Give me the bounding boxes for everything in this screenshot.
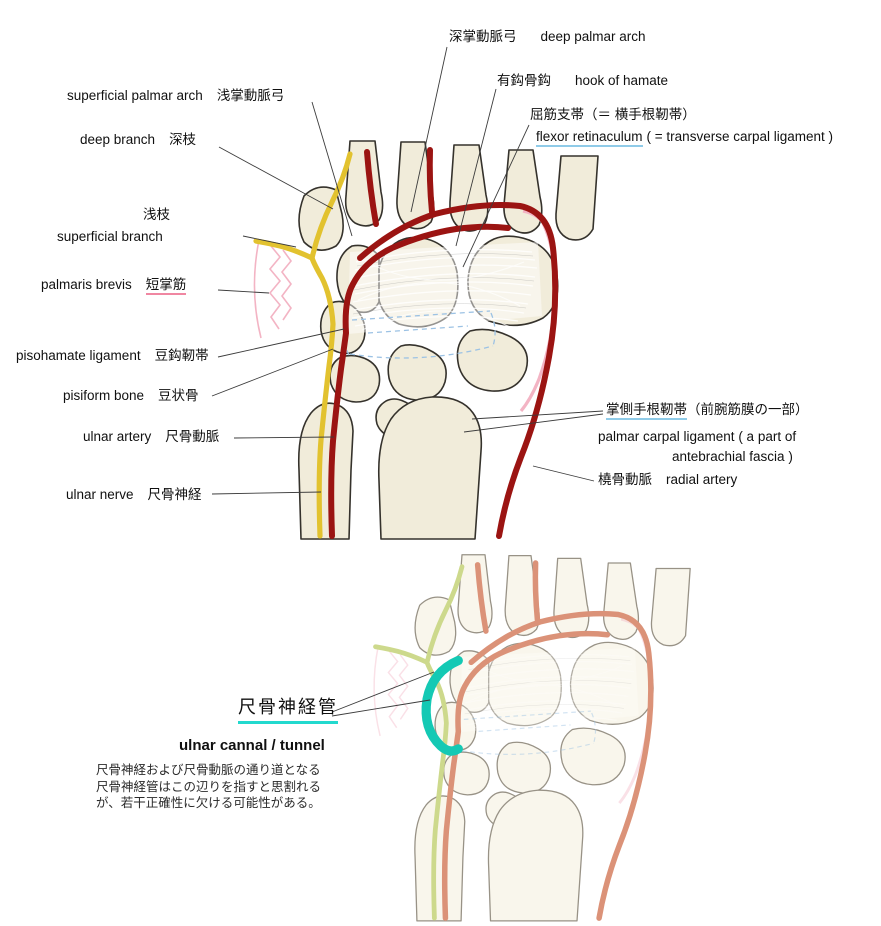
label-palmar-carpal-ligament-jp: 掌側手根靭帯（前腕筋膜の一部）: [606, 402, 809, 420]
label-palmar-carpal-ligament-en1: palmar carpal ligament ( a part of: [598, 429, 796, 445]
note-line-1: 尺骨神経および尺骨動脈の通り道となる: [96, 763, 321, 777]
leader-line: [331, 699, 431, 717]
label-ulnar-nerve-jp: 尺骨神経: [147, 487, 202, 502]
label-hook-of-hamate: 有鈎骨鈎 hook of hamate: [497, 73, 668, 89]
superficial-branch-en-text: superficial branch: [57, 229, 163, 244]
wrist-diagram-top: [252, 140, 599, 540]
label-flexor-retinaculum-jp: 屈筋支帯（＝ 横手根靭帯）: [530, 107, 696, 123]
label-superficial-palmar-arch: superficial palmar arch 浅掌動脈弓: [67, 88, 284, 104]
palmar-carpal-en1-text: palmar carpal ligament ( a part of: [598, 429, 797, 444]
label-palmaris-brevis-en: palmaris brevis: [41, 277, 132, 292]
label-deep-palmar-arch: 深掌動脈弓 deep palmar arch: [449, 29, 646, 45]
palmar-carpal-jp-text: 掌側手根靭帯: [606, 402, 687, 420]
label-hook-of-hamate-en: hook of hamate: [575, 73, 669, 88]
leader-line: [217, 289, 270, 294]
palmar-carpal-en2-text: antebrachial fascia ): [672, 449, 793, 464]
palmar-carpal-jp-paren: （前腕筋膜の一部）: [687, 402, 809, 417]
superficial-branch-jp-text: 浅枝: [143, 207, 170, 222]
flexor-retinaculum-en-paren: ( = transverse carpal ligament ): [646, 129, 833, 144]
label-superficial-branch-jp: 浅枝: [143, 207, 170, 223]
label-ulnar-canal-en: ulnar cannal / tunnel: [179, 738, 325, 754]
leader-line: [463, 413, 604, 433]
label-palmaris-brevis: palmaris brevis 短掌筋: [41, 277, 187, 295]
flexor-retinaculum-jp-text: 屈筋支帯（＝ 横手根靭帯）: [530, 107, 696, 122]
label-radial-artery-en: radial artery: [666, 472, 738, 487]
label-ulnar-artery: ulnar artery 尺骨動脈: [83, 429, 219, 445]
leader-line: [233, 436, 335, 439]
note-line-2: 尺骨神経管はこの辺りを指すと思割れる: [96, 779, 322, 794]
label-ulnar-nerve: ulnar nerve 尺骨神経: [66, 487, 202, 503]
leader-line: [211, 491, 322, 495]
label-superficial-palmar-arch-en: superficial palmar arch: [67, 88, 203, 103]
label-pisiform-jp: 豆状骨: [158, 388, 199, 403]
label-ulnar-artery-jp: 尺骨動脈: [165, 429, 220, 444]
leader-line: [242, 235, 297, 248]
label-pisohamate-ligament: pisohamate ligament 豆鈎靭帯: [16, 348, 209, 364]
leader-line: [218, 146, 334, 210]
label-hook-of-hamate-jp: 有鈎骨鈎: [497, 73, 551, 88]
label-ulnar-artery-en: ulnar artery: [83, 429, 152, 444]
label-radial-artery: 橈骨動脈 radial artery: [598, 472, 737, 488]
ulnar-canal-jp-text: 尺骨神経管: [238, 697, 338, 724]
wrist-diagram-bottom: [372, 554, 691, 922]
label-deep-branch: deep branch 深枝: [80, 132, 196, 148]
leader-line: [331, 671, 435, 713]
leader-line: [311, 101, 353, 237]
label-palmaris-brevis-jp: 短掌筋: [145, 277, 187, 295]
leader-line: [532, 465, 595, 482]
label-pisiform-bone: pisiform bone 豆状骨: [63, 388, 199, 404]
leader-line: [217, 328, 345, 358]
ulnar-canal-note: 尺骨神経および尺骨動脈の通り道となる 尺骨神経管はこの辺りを指すと思割れる が、…: [96, 762, 321, 812]
label-flexor-retinaculum-en: flexor retinaculum( = transverse carpal …: [536, 129, 833, 147]
label-pisohamate-en: pisohamate ligament: [16, 348, 141, 363]
ulnar-canal-en-text: ulnar cannal / tunnel: [179, 737, 325, 754]
label-deep-palmar-arch-en: deep palmar arch: [540, 29, 646, 44]
leader-line: [455, 88, 497, 247]
label-ulnar-nerve-en: ulnar nerve: [66, 487, 134, 502]
leader-lines: [211, 46, 604, 717]
note-line-3: が、若干正確性に欠ける可能性がある。: [96, 796, 321, 810]
leader-line: [462, 124, 530, 268]
label-radial-artery-jp: 橈骨動脈: [598, 472, 652, 487]
label-pisohamate-jp: 豆鈎靭帯: [154, 348, 209, 363]
label-deep-palmar-arch-jp: 深掌動脈弓: [449, 29, 517, 44]
leader-line: [471, 410, 604, 420]
ulnar-canal-highlight: [421, 655, 463, 756]
leader-line: [211, 348, 334, 397]
label-ulnar-canal-jp: 尺骨神経管: [238, 697, 338, 724]
flexor-retinaculum-en-text: flexor retinaculum: [536, 129, 643, 147]
label-pisiform-en: pisiform bone: [63, 388, 145, 403]
label-deep-branch-en: deep branch: [80, 132, 156, 147]
label-deep-branch-jp: 深枝: [169, 132, 197, 147]
label-superficial-palmar-arch-jp: 浅掌動脈弓: [216, 88, 285, 103]
label-superficial-branch-en: superficial branch: [57, 229, 163, 245]
leader-line: [410, 46, 448, 213]
label-palmar-carpal-ligament-en2: antebrachial fascia ): [672, 449, 793, 465]
